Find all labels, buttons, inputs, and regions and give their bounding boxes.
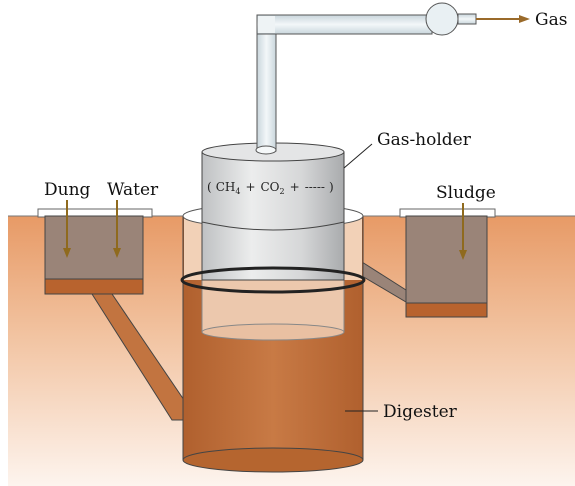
gas-pipe-base [255,145,277,155]
dung-arrow-head-icon [63,248,71,258]
gas-holder [180,142,366,341]
leader-lines [343,143,378,412]
sludge-arrow-head-icon [459,250,467,260]
gas-composition-formula: (CH4+CO2+-----) [207,180,334,196]
water-arrow-head-icon [113,248,121,258]
flow-arrows [63,200,467,260]
sludge-label: Sludge [436,183,496,203]
gas-pipe [255,2,530,155]
digester-bottom [182,447,364,473]
digester-label: Digester [383,402,458,422]
gas-pipe-vertical [256,14,277,152]
inlet-slurry [44,278,144,295]
gas-holder-submerged [201,279,345,333]
gas-holder-submerged-bottom [201,323,345,341]
outlet-slurry [405,302,488,318]
gas-holder-label: Gas-holder [377,130,472,150]
gas-pipe-exit [457,13,477,25]
gas-arrow-head-icon [519,15,530,23]
outlet-pit [405,215,488,305]
gas-label: Gas [535,10,567,30]
gas-holder-band [201,221,345,231]
dung-label: Dung [44,180,91,200]
outlet-tank [361,208,496,318]
guide-ring [180,266,366,294]
gas-holder-body [201,151,345,281]
gas-valve-icon [425,2,459,36]
water-label: Water [107,180,159,200]
inlet-tank [37,208,185,421]
gas-pipe-horizontal [256,14,433,35]
inlet-pit [44,215,144,281]
gas-holder-leader [343,143,373,169]
gas-pipe-joint [258,16,275,33]
